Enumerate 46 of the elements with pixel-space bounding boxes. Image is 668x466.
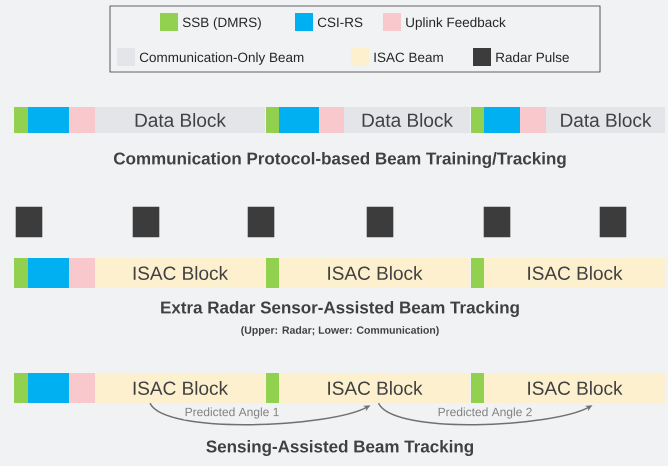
csi-rs-slot [28,258,69,288]
radar-pulse [132,206,160,238]
row-title: Sensing-Assisted Beam Tracking [206,440,474,456]
feedback-slot [69,107,95,133]
isac-block: ISAC Block [95,258,265,288]
ssb-slot [471,373,484,403]
ssb-slot [14,373,28,403]
data-block: Data Block [344,107,470,133]
ssb-slot [14,107,28,133]
row-title: Extra Radar Sensor-Assisted Beam Tracking [161,301,519,317]
csi-rs-slot [28,373,69,403]
feedback-slot [69,373,95,403]
ssb-slot [266,258,279,288]
isac-block: ISAC Block [484,258,665,288]
data-block: Data Block [95,107,265,133]
legend-label: CSI-RS [318,18,362,28]
feedback-slot [69,258,95,288]
legend-label: Communication-Only Beam [140,52,304,65]
isac-block: ISAC Block [484,373,665,403]
ssb-slot [266,107,279,133]
radar-pulse [366,206,394,238]
radar-pulse [484,206,510,238]
isac-block: ISAC Block [95,373,265,403]
feedback-slot [520,107,546,133]
csi-rs-slot [484,107,520,133]
data-block: Data Block [546,107,665,133]
legend-label: SSB (DMRS) [182,17,261,30]
ssb-slot [266,373,279,403]
legend-label: Uplink Feedback [406,17,506,30]
ssb-slot [471,107,484,133]
row-title: Communication Protocol-based Beam Training/Tracking [114,152,566,168]
radar-pulse [16,206,42,238]
isac-block: ISAC Block [279,258,470,288]
isac-block: ISAC Block [279,373,470,403]
edge-label: Predicted Angle 1 [184,406,280,420]
radar-pulse [248,206,274,238]
row-title: (Upper: Radar; Lower: Communication) [241,326,439,336]
ssb-slot [14,258,28,288]
legend-label: Radar Pulse [496,52,569,62]
csi-rs-slot [279,107,319,133]
radar-pulse [600,206,626,238]
csi-rs-slot [28,107,69,133]
legend-label: ISAC Beam [374,52,443,62]
edge-label: Predicted Angle 2 [436,406,534,420]
ssb-slot [471,258,484,288]
feedback-slot [319,107,344,133]
